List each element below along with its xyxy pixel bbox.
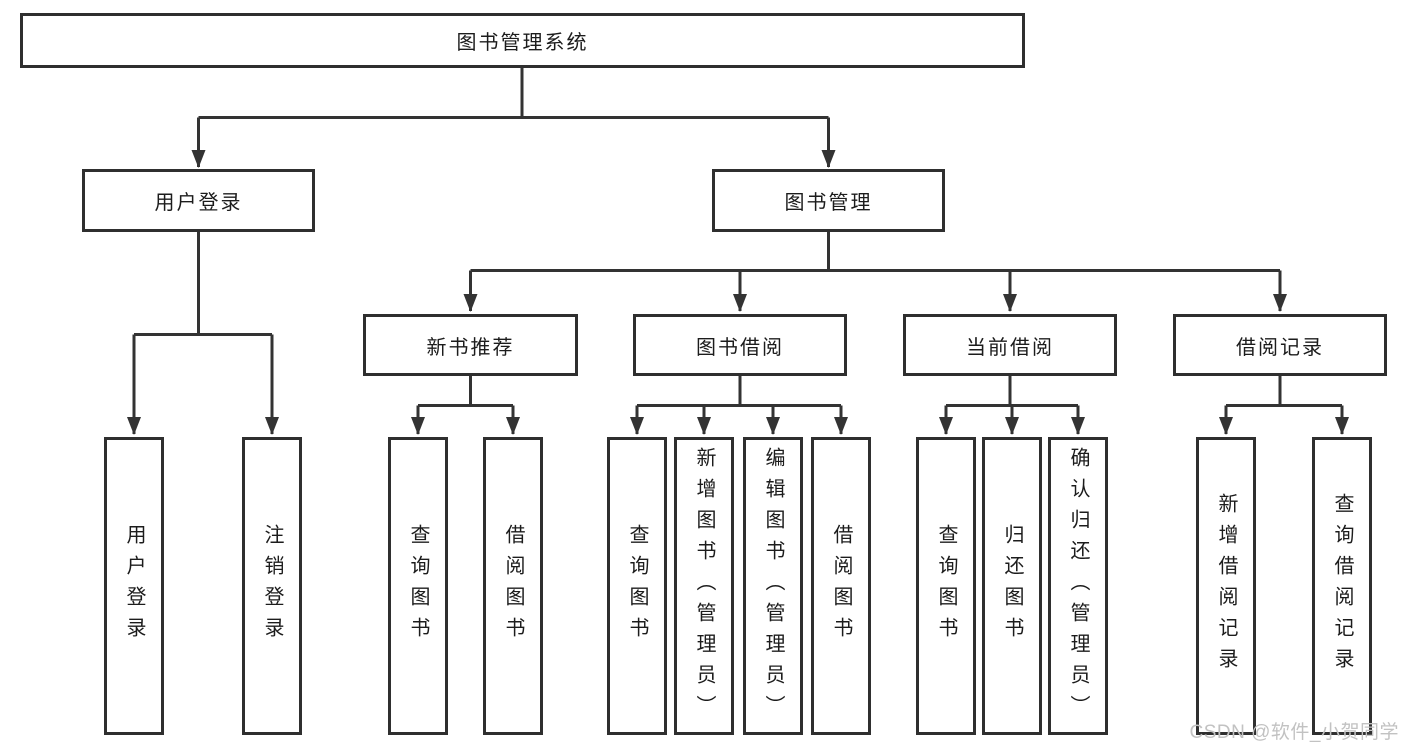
leaf-borrowing-borrow-book: 借阅图书	[811, 437, 871, 735]
node-current-borrowing: 当前借阅	[903, 314, 1117, 376]
leaf-recommend-borrow-book: 借阅图书	[483, 437, 543, 735]
node-borrowing-records: 借阅记录	[1173, 314, 1387, 376]
leaf-label: 查询借阅记录	[1331, 493, 1353, 679]
node-book-management: 图书管理	[712, 169, 945, 232]
leaf-label: 确认归还（管理员）	[1067, 446, 1089, 726]
leaf-records-query-record: 查询借阅记录	[1312, 437, 1372, 735]
watermark: CSDN @软件_小贺同学	[1189, 722, 1399, 743]
leaf-label: 归还图书	[1001, 524, 1023, 648]
leaf-borrowing-edit-book-admin: 编辑图书（管理员）	[743, 437, 803, 735]
leaf-label: 新增借阅记录	[1215, 493, 1237, 679]
leaf-records-add-record: 新增借阅记录	[1196, 437, 1256, 735]
leaf-borrowing-add-book-admin: 新增图书（管理员）	[674, 437, 734, 735]
node-new-book-recommendation: 新书推荐	[363, 314, 578, 376]
leaf-label: 注销登录	[261, 524, 283, 648]
leaf-label: 查询图书	[407, 524, 429, 648]
leaf-current-confirm-return-admin: 确认归还（管理员）	[1048, 437, 1108, 735]
leaf-label: 查询图书	[626, 524, 648, 648]
leaf-current-query-book: 查询图书	[916, 437, 976, 735]
leaf-login-logout: 注销登录	[242, 437, 302, 735]
node-root: 图书管理系统	[20, 13, 1025, 68]
leaf-recommend-query-book: 查询图书	[388, 437, 448, 735]
node-book-borrowing: 图书借阅	[633, 314, 847, 376]
leaf-label: 查询图书	[935, 524, 957, 648]
leaf-current-return-book: 归还图书	[982, 437, 1042, 735]
leaf-label: 新增图书（管理员）	[693, 446, 715, 726]
leaf-label: 借阅图书	[502, 524, 524, 648]
node-user-login: 用户登录	[82, 169, 315, 232]
leaf-borrowing-query-book: 查询图书	[607, 437, 667, 735]
leaf-login-user-login: 用户登录	[104, 437, 164, 735]
leaf-label: 借阅图书	[830, 524, 852, 648]
leaf-label: 用户登录	[123, 524, 145, 648]
leaf-label: 编辑图书（管理员）	[762, 446, 784, 726]
